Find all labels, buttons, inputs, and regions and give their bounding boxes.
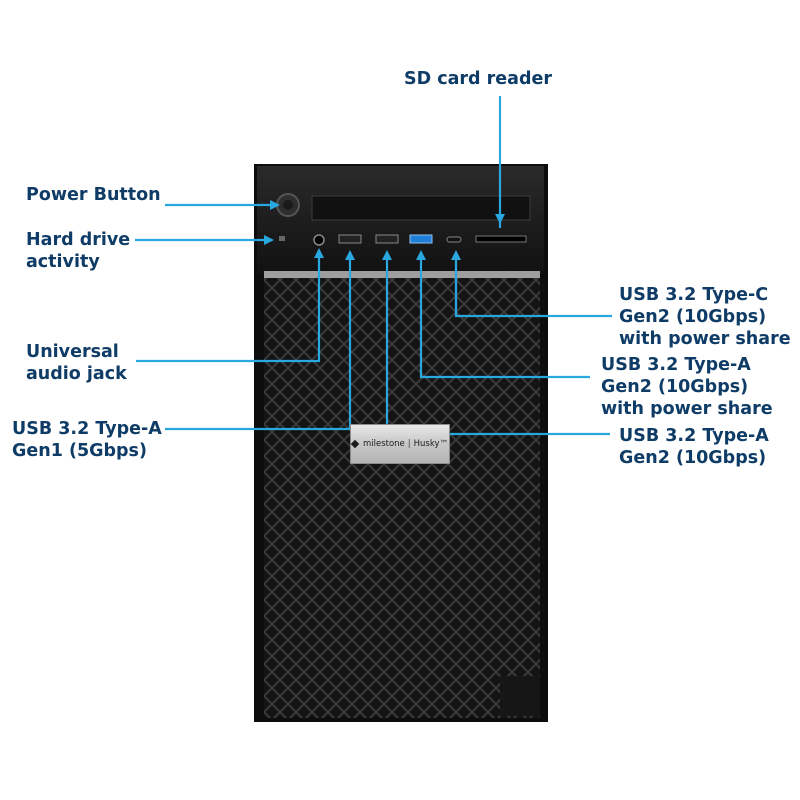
optical-drive-bay bbox=[311, 195, 531, 221]
audio-jack-icon bbox=[313, 234, 325, 246]
label-usb-c-gen2-power: USB 3.2 Type-C Gen2 (10Gbps) with power … bbox=[619, 285, 791, 349]
usb-a-gen2-power-port-icon bbox=[409, 234, 433, 244]
brand-name: milestone bbox=[362, 439, 405, 449]
front-mesh bbox=[264, 278, 540, 718]
product-name: Husky™ bbox=[413, 439, 449, 449]
label-universal-audio-jack: Universal audio jack bbox=[26, 342, 127, 384]
usb-a-gen1-port-icon bbox=[338, 234, 362, 244]
callout-arrowheads bbox=[264, 200, 505, 260]
label-hard-drive-activity: Hard drive activity bbox=[26, 230, 131, 272]
milestone-logo-icon bbox=[350, 439, 360, 449]
label-usb-a-gen2-power: USB 3.2 Type-A Gen2 (10Gbps) with power … bbox=[601, 355, 773, 419]
foot-panel bbox=[500, 676, 540, 716]
label-sd-card-reader: SD card reader bbox=[404, 69, 552, 89]
hard-drive-led-icon bbox=[279, 236, 285, 241]
usb-a-gen2-port-icon bbox=[375, 234, 399, 244]
silver-strip bbox=[264, 271, 540, 278]
usb-c-port-icon bbox=[446, 236, 462, 243]
brand-badge: milestone | Husky™ bbox=[350, 424, 450, 464]
sd-card-reader-icon bbox=[475, 235, 527, 243]
label-usb-a-gen1: USB 3.2 Type-A Gen1 (5Gbps) bbox=[12, 419, 162, 461]
label-power-button: Power Button bbox=[26, 185, 161, 205]
label-usb-a-gen2: USB 3.2 Type-A Gen2 (10Gbps) bbox=[619, 426, 769, 468]
